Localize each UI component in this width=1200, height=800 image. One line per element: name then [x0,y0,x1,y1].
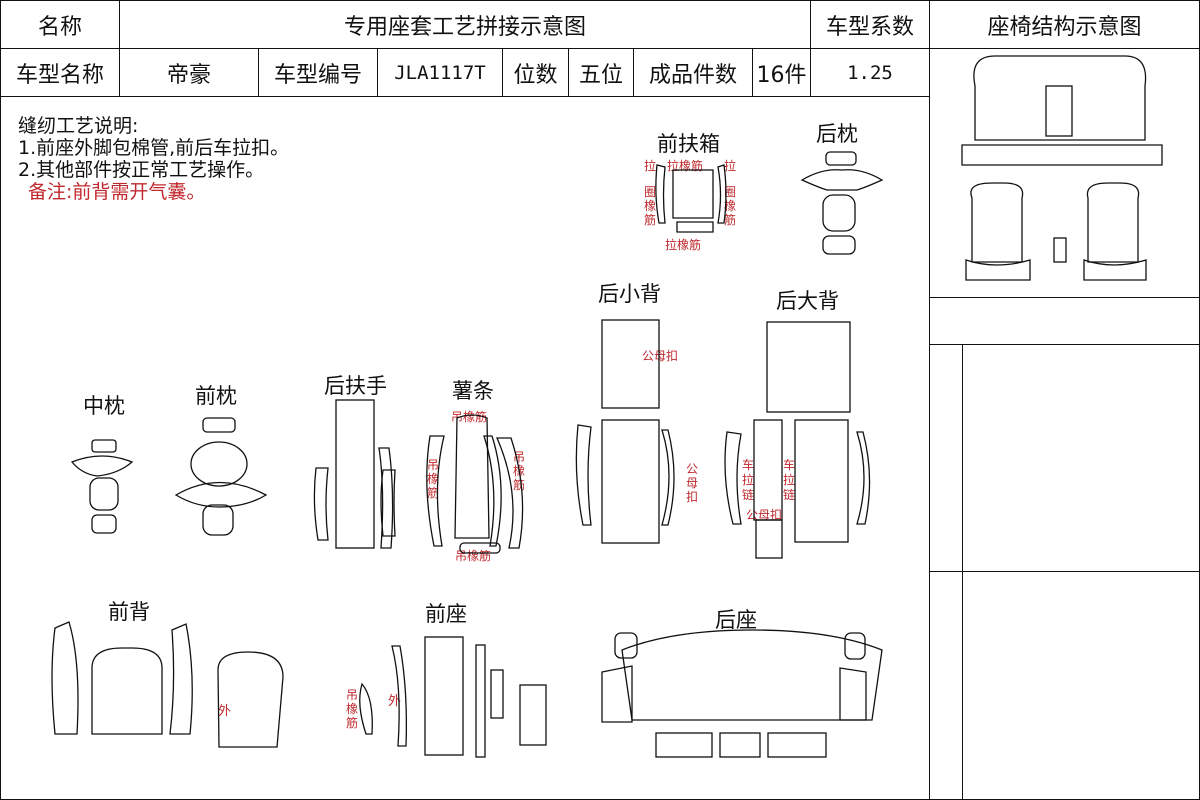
label-rear-seat: 后座 [715,608,757,632]
notes-title: 缝纫工艺说明: [18,115,139,137]
label-front-headrest: 前枕 [195,384,237,408]
sewing-notes: 缝纫工艺说明: 1.前座外脚包棉管,前后车拉扣。 2.其他部件按正常工艺操作。 … [18,115,289,203]
rear-headrest-pieces [800,151,884,255]
notes-line-2: 2.其他部件按正常工艺操作。 [18,159,265,181]
front-seat-pieces [359,636,547,758]
annot-hang-elastic-seat: 吊橡筋 [346,688,359,730]
label-rear-small-back: 后小背 [598,282,661,306]
front-back-pieces [51,621,284,748]
label-rear-headrest: 后枕 [816,122,858,146]
annot-outer-seat: 外 [388,694,402,709]
label-front-back: 前背 [108,600,150,624]
seats-value: 五位 [568,48,634,97]
seat-structure-sketch [961,55,1163,281]
notes-remark: 备注:前背需开气囊。 [28,181,206,203]
label-mid-headrest: 中枕 [83,394,125,418]
coef-header: 车型系数 [810,0,930,49]
annot-zip-left: 车拉链 [742,458,755,502]
annot-snap-small-side: 公母扣 [686,462,699,504]
label-rear-armrest: 后扶手 [324,374,387,398]
label-rear-big-back: 后大背 [776,289,839,313]
annot-pull-left: 拉 [644,159,657,173]
rear-seat-pieces [601,629,883,758]
rear-armrest-pieces [313,399,396,549]
front-headrest-pieces [174,417,268,536]
annot-pull-elastic-bottom: 拉橡筋 [665,238,702,252]
annot-zip-right: 车拉链 [783,458,796,502]
notes-line-1: 1.前座外脚包棉管,前后车拉扣。 [18,137,290,159]
label-front-seat: 前座 [425,602,467,626]
mid-headrest-pieces [70,439,134,534]
rear-big-back-pieces [724,321,871,559]
label-front-armrest-box: 前扶箱 [657,132,720,156]
strip-pieces [426,414,524,554]
annot-hang-elastic-top: 吊橡筋 [451,410,488,424]
annot-snap-big-back: 公母扣 [746,508,783,522]
model-name-value: 帝豪 [119,48,259,97]
pieces-label: 成品件数 [633,48,753,97]
annot-ring-elastic-left: 圈橡筋 [644,185,657,227]
annot-ring-elastic-right: 圈橡筋 [724,185,737,227]
annot-pull-right: 拉 [724,159,737,173]
annot-hang-elastic-left: 吊橡筋 [427,458,440,500]
annot-outer-back: 外 [218,704,232,719]
label-strip: 薯条 [452,379,494,403]
seats-label: 位数 [502,48,569,97]
rear-small-back-pieces [575,319,675,544]
front-armrest-box-pieces [655,164,727,233]
annot-snap-small-back: 公母扣 [642,349,679,363]
